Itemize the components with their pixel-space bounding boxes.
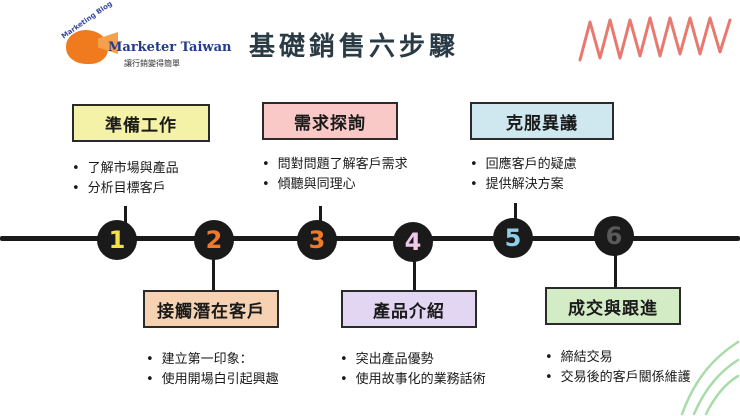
- list-item: 交易後的客戶關係維護: [545, 368, 691, 388]
- logo-tagline: 讓行銷變得簡單: [124, 59, 180, 68]
- step-5-label: 克服異議: [506, 113, 578, 134]
- step-4-number: 4: [393, 222, 433, 262]
- connector-step-2: [212, 258, 215, 290]
- step-3-label: 需求探詢: [294, 113, 366, 134]
- step-1-box: 準備工作: [72, 104, 210, 142]
- list-item: 提供解決方案: [470, 175, 577, 195]
- step-6-bullets: 締結交易 交易後的客戶關係維護: [545, 348, 691, 388]
- step-5-box: 克服異議: [470, 102, 614, 140]
- logo-name: Marketer Taiwan: [108, 40, 232, 55]
- list-item: 使用故事化的業務話術: [340, 370, 486, 390]
- list-item: 傾聽與同理心: [262, 175, 408, 195]
- step-6-box: 成交與跟進: [545, 287, 681, 325]
- green-squiggle-decoration: [680, 340, 740, 416]
- connector-step-1: [124, 206, 127, 226]
- step-6-number-text: 6: [605, 222, 623, 250]
- list-item: 了解市場與產品: [72, 159, 179, 179]
- page-title: 基礎銷售六步驟: [249, 32, 460, 62]
- connector-step-5: [514, 203, 517, 226]
- step-1-number-text: 1: [108, 226, 126, 254]
- list-item: 回應客戶的疑慮: [470, 155, 577, 175]
- step-4-box: 產品介紹: [341, 290, 477, 328]
- connector-step-6: [614, 255, 617, 287]
- list-item: 使用開場白引起興趣: [146, 370, 279, 390]
- step-6-number: 6: [594, 216, 634, 256]
- step-1-bullets: 了解市場與產品 分析目標客戶: [72, 159, 179, 199]
- list-item: 問對問題了解客戶需求: [262, 155, 408, 175]
- step-1-label: 準備工作: [105, 115, 177, 136]
- connector-step-4: [413, 258, 416, 290]
- step-4-bullets: 突出產品優勢 使用故事化的業務話術: [340, 350, 486, 390]
- step-5-bullets: 回應客戶的疑慮 提供解決方案: [470, 155, 577, 195]
- connector-step-3: [319, 206, 322, 226]
- step-3-box: 需求探詢: [262, 102, 398, 140]
- step-2-number: 2: [194, 220, 234, 260]
- list-item: 分析目標客戶: [72, 179, 179, 199]
- red-squiggle-decoration: [578, 16, 732, 62]
- step-2-number-text: 2: [205, 226, 223, 254]
- step-2-label: 接觸潛在客戶: [157, 301, 265, 322]
- step-4-label: 產品介紹: [373, 301, 445, 322]
- list-item: 建立第一印象：: [146, 350, 279, 370]
- step-6-label: 成交與跟進: [568, 298, 658, 319]
- step-3-bullets: 問對問題了解客戶需求 傾聽與同理心: [262, 155, 408, 195]
- list-item: 突出產品優勢: [340, 350, 486, 370]
- list-item: 締結交易: [545, 348, 691, 368]
- step-2-bullets: 建立第一印象： 使用開場白引起興趣: [146, 350, 279, 390]
- megaphone-icon: [98, 32, 118, 54]
- step-3-number-text: 3: [308, 226, 326, 254]
- timeline-line: [0, 236, 740, 241]
- step-1-number: 1: [97, 220, 137, 260]
- step-3-number: 3: [297, 220, 337, 260]
- step-5-number-text: 5: [504, 224, 522, 252]
- step-4-number-text: 4: [404, 228, 422, 256]
- step-5-number: 5: [493, 218, 533, 258]
- marketer-taiwan-logo: Marketing Blog Marketer Taiwan 讓行銷變得簡單: [58, 0, 231, 72]
- step-2-box: 接觸潛在客戶: [143, 290, 279, 328]
